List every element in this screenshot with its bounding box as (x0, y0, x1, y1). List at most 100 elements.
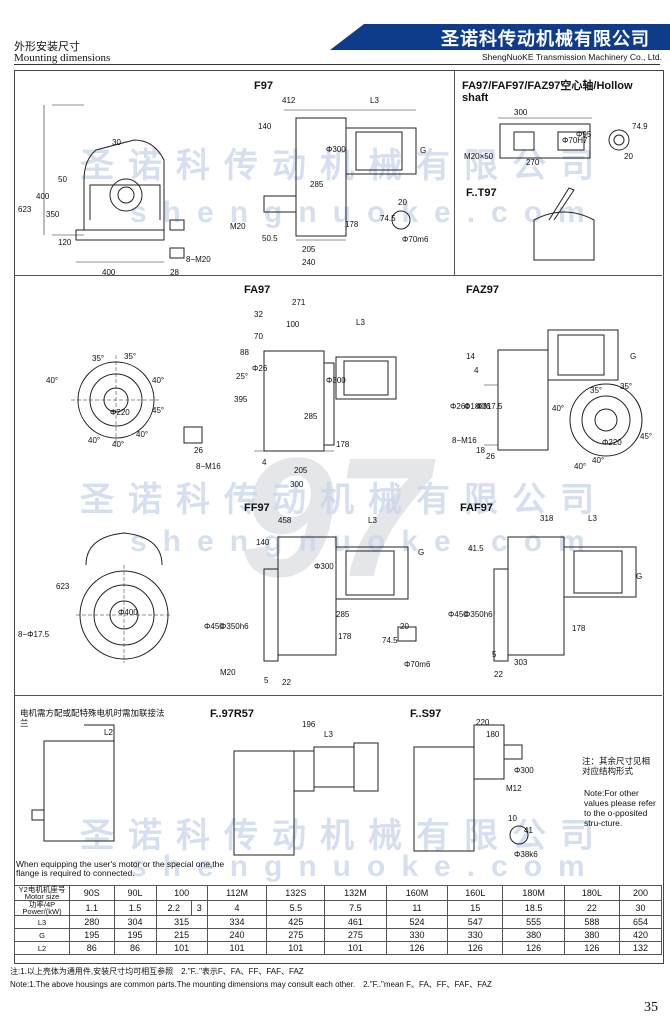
dim-label: M20 (220, 668, 236, 677)
other-values-note-en: Note:For other values please refer to th… (584, 788, 656, 828)
table-cell: 22 (563, 900, 620, 916)
dim-label: 4 (474, 366, 479, 375)
bottom-drawings (31, 724, 529, 856)
company-name-cn: 圣诺科传动机械有限公司 (441, 29, 650, 49)
dim-label: 35° (92, 354, 105, 363)
table-cell: 524 (385, 915, 449, 929)
table-cell: 420 (618, 928, 663, 942)
dim-label: 412 (282, 96, 296, 105)
table-row: 功率/4P Power/(kW) 1.1 1.5 2.2 3 4 5.5 7.5… (14, 900, 663, 916)
dim-label: Φ300 (326, 145, 346, 154)
table-header-cell: 180L (563, 885, 620, 901)
dim-label: 30 (112, 138, 121, 147)
table-row-label: L3 (14, 915, 70, 929)
dim-label: Φ180f6 (464, 402, 491, 411)
view-title-f97r57: F..97R57 (210, 708, 255, 720)
footnote-cn: 注:1.以上壳体为通用件,安装尺寸均可相互参照 2."F.."表示F、FA、FF… (10, 967, 304, 976)
table-cell: 215 (155, 928, 208, 942)
dim-label: L3 (368, 516, 377, 525)
flange-note-cn: 电机需方配或配特殊电机时需加联接法兰 (20, 708, 165, 728)
table-cell: 334 (206, 915, 268, 929)
table-header-cell: 100 (155, 885, 208, 901)
header-rule (14, 64, 660, 65)
dim-label: 35° (620, 382, 633, 391)
table-header-cell: Y2电机机座号 Motor size (14, 885, 70, 901)
dim-label: Φ400 (118, 608, 138, 617)
dim-label: 22 (282, 678, 291, 687)
drawing-frame (14, 70, 664, 964)
table-cell: 4 (206, 900, 268, 916)
dim-label: 22 (494, 670, 503, 679)
watermark-en: shengnuoke.com (130, 850, 601, 883)
table-header-cell: 180M (502, 885, 565, 901)
flange-note-en: When equipping the user's motor or the s… (16, 859, 225, 878)
table-cell: 18.5 (502, 900, 565, 916)
table-cell: 86 (69, 941, 115, 955)
table-header-cell: 160L (447, 885, 504, 901)
dim-label: M20×50 (464, 152, 494, 161)
watermark-cn: 圣诺科传动机械有限公司 (80, 817, 608, 855)
dim-label: 270 (526, 158, 540, 167)
dim-label: 35° (124, 352, 137, 361)
view-title-f97: F97 (254, 80, 273, 92)
table-header-cell: 112M (206, 885, 268, 901)
dim-label: G (636, 572, 643, 581)
dim-label: 70 (254, 332, 263, 341)
hollow-shaft-drawing (498, 117, 630, 261)
divider (454, 70, 455, 275)
table-row: G 195 195 215 240 275 275 330 330 380 38… (14, 928, 663, 942)
dim-label: 285 (304, 412, 318, 421)
watermark-cn: 圣诺科传动机械有限公司 (80, 147, 608, 185)
company-name-en: ShengNuoKE Transmission Machinery Co., L… (481, 52, 662, 62)
dim-label: G (630, 352, 637, 361)
table-header-cell: 132S (266, 885, 326, 901)
table-cell: 195 (69, 928, 115, 942)
f97-drawing (43, 104, 417, 263)
dim-label: Φ260 (450, 402, 470, 411)
table-cell: 126 (563, 941, 620, 955)
dim-label: 395 (234, 395, 248, 404)
brand-banner (330, 24, 670, 50)
dim-label: Φ220 (110, 408, 130, 417)
dim-label: 74.5 (380, 214, 396, 223)
table-row-label: 功率/4P Power/(kW) (14, 900, 70, 916)
dim-label: 45° (640, 432, 653, 441)
table-cell: 1.1 (69, 900, 115, 916)
dim-label: Φ38k6 (514, 850, 538, 859)
table-cell: 380 (502, 928, 565, 942)
dim-label: 400 (102, 268, 116, 277)
dim-label: G (420, 146, 427, 155)
divider (14, 275, 662, 276)
dim-label: 8−Φ17.5 (18, 630, 50, 639)
dim-label: L2 (104, 728, 113, 737)
dim-label: 40° (46, 376, 59, 385)
dim-label: 400 (36, 192, 50, 201)
table-cell: 275 (266, 928, 326, 942)
table-cell: 1.5 (113, 900, 157, 916)
dim-label: L3 (588, 514, 597, 523)
dim-label: 18 (476, 446, 485, 455)
table-cell: 654 (618, 915, 663, 929)
dim-label: 350 (46, 210, 60, 219)
table-cell: 588 (563, 915, 620, 929)
dim-label: 180 (486, 730, 500, 739)
dim-label: 40° (112, 440, 125, 449)
dim-label: 623 (56, 582, 70, 591)
dim-label: 10 (508, 814, 517, 823)
dim-label: 40° (552, 404, 565, 413)
dim-label: L3 (370, 96, 379, 105)
view-title-faf97: FAF97 (460, 502, 494, 514)
motor-spec-table: Y2电机机座号 Motor size 90S 90L 100 112M 132S… (14, 885, 663, 955)
dim-label: 120 (58, 238, 72, 247)
dim-label: 25° (236, 372, 249, 381)
dim-label: 100 (286, 320, 300, 329)
dim-label: M12 (506, 784, 522, 793)
dim-label: 140 (258, 122, 272, 131)
dim-label: 41.5 (468, 544, 484, 553)
dim-label: Φ350h6 (220, 622, 249, 631)
section-title-cn: 外形安装尺寸 (14, 41, 80, 53)
table-cell: 126 (447, 941, 504, 955)
dim-label: 300 (514, 108, 528, 117)
dim-label: 220 (476, 718, 490, 727)
table-cell: 15 (447, 900, 504, 916)
